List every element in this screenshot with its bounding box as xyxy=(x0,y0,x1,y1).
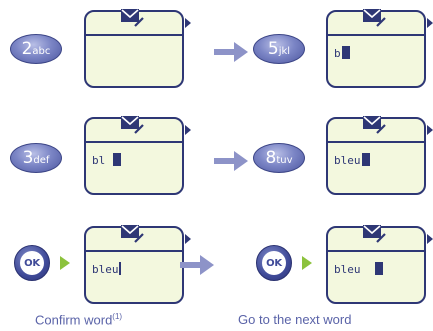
text-cursor xyxy=(112,153,121,166)
screen-text: bleu xyxy=(334,262,383,277)
text-cursor xyxy=(341,46,350,59)
envelope-pen-icon xyxy=(121,9,144,27)
pointer-icon xyxy=(185,125,191,135)
phone-screen-1b: b xyxy=(326,9,433,88)
caption-confirm-word: Confirm word(1) xyxy=(35,312,123,328)
arrow-right-icon xyxy=(180,255,214,275)
arrow-right-icon xyxy=(214,151,248,171)
pointer-icon xyxy=(427,125,433,135)
play-triangle-icon xyxy=(302,256,312,270)
ok-button[interactable]: OK xyxy=(256,245,292,281)
pointer-icon xyxy=(427,18,433,28)
envelope-pen-icon xyxy=(363,225,386,243)
key-8-tuv[interactable]: 8tuv xyxy=(253,143,305,173)
arrow-right-icon xyxy=(214,42,248,62)
phone-screen-3b: bleu xyxy=(326,225,433,304)
pointer-icon xyxy=(185,234,191,244)
screen-text: b xyxy=(334,46,350,61)
screen-text: bleu xyxy=(92,262,121,276)
ok-button[interactable]: OK xyxy=(14,245,50,281)
play-triangle-icon xyxy=(60,256,70,270)
phone-screen-2a: bl xyxy=(84,116,191,195)
key-3-def[interactable]: 3def xyxy=(10,143,62,173)
screen-text: bleu xyxy=(334,153,370,168)
caption-next-word: Go to the next word xyxy=(238,312,352,327)
phone-screen-1a xyxy=(84,9,191,88)
pointer-icon xyxy=(185,18,191,28)
key-5-jkl[interactable]: 5jkl xyxy=(253,34,305,64)
envelope-pen-icon xyxy=(363,116,386,134)
envelope-pen-icon xyxy=(121,225,144,243)
text-cursor xyxy=(118,262,121,275)
pointer-icon xyxy=(427,234,433,244)
screen-text: bl xyxy=(92,153,121,168)
key-2-abc[interactable]: 2abc xyxy=(10,34,62,64)
text-cursor xyxy=(361,153,370,166)
envelope-pen-icon xyxy=(363,9,386,27)
phone-screen-3a: bleu xyxy=(84,225,191,304)
phone-screen-2b: bleu xyxy=(326,116,433,195)
text-cursor xyxy=(374,262,383,275)
envelope-pen-icon xyxy=(121,116,144,134)
